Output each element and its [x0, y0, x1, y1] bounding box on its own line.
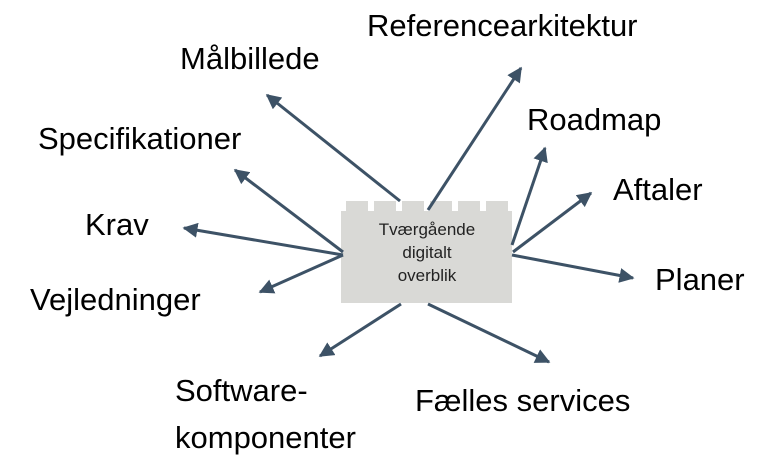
- center-line-3: overblik: [397, 266, 457, 285]
- center-line-2: digitalt: [402, 243, 452, 262]
- label-krav: Krav: [85, 207, 149, 242]
- arrow-malbillede: [265, 93, 401, 203]
- label-specifikationer: Specifikationer: [38, 121, 242, 156]
- arrow-referencearkitektur: [426, 66, 523, 211]
- center-block: [341, 201, 512, 303]
- label-referencearkitektur: Referencearkitektur: [367, 8, 638, 43]
- label-vejledninger: Vejledninger: [30, 282, 201, 317]
- arrow-specifikationer: [233, 168, 344, 254]
- arrow-faelles-services: [427, 302, 551, 364]
- arrow-roadmap: [510, 146, 548, 246]
- arrow-software-komponenter: [318, 302, 402, 358]
- label-planer: Planer: [655, 262, 745, 297]
- label-malbillede: Målbillede: [180, 41, 320, 76]
- label-faelles-services: Fælles services: [415, 383, 631, 418]
- center-line-1: Tværgående: [378, 220, 476, 239]
- label-aftaler: Aftaler: [613, 172, 703, 207]
- label-roadmap: Roadmap: [527, 102, 662, 137]
- arrow-krav: [182, 222, 344, 257]
- arrow-aftaler: [512, 191, 593, 254]
- arrow-vejledninger: [258, 253, 344, 294]
- label-software-line1: Software-: [175, 373, 308, 408]
- label-software-line2: komponenter: [175, 420, 356, 455]
- arrow-planer: [511, 253, 635, 283]
- center-label: Tværgående digitalt overblik: [346, 218, 508, 287]
